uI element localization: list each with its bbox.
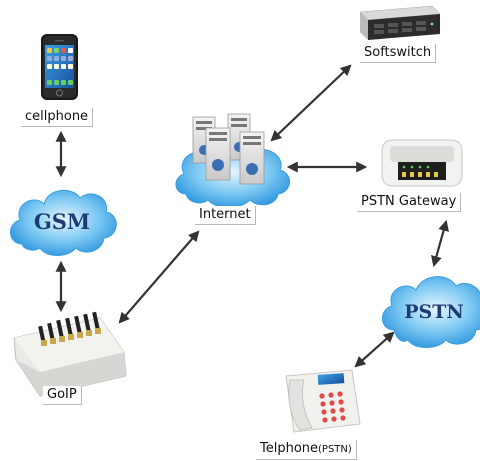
server-cluster-icon [192, 113, 265, 185]
telephone-icon [285, 369, 361, 433]
softswitch-label: Softswitch [360, 44, 437, 63]
telephone-label-main: Telphone [260, 441, 319, 456]
goip-label: GoIP [43, 386, 82, 405]
softswitch-server-icon [359, 5, 441, 40]
connection-arrows [55, 64, 449, 368]
goip-device-icon [13, 311, 127, 397]
internet-label: Internet [195, 206, 256, 225]
cellphone-icon [41, 34, 78, 100]
cellphone-label: cellphone [21, 108, 94, 127]
telephone-label: Telphone(PSTN) [256, 440, 357, 460]
arrow-internet-softswitch [270, 64, 352, 142]
pstn-gateway-icon [381, 139, 463, 187]
keypad [319, 391, 346, 423]
pstn-label: PSTN [404, 301, 464, 323]
telephone-label-suffix: (PSTN) [318, 444, 352, 455]
pstn-cloud: PSTN [382, 276, 480, 348]
server-tower-3 [205, 127, 231, 181]
arrow-pstn-gateway-pstn [431, 219, 449, 268]
goip-antennas [38, 311, 100, 345]
arrow-goip-internet [118, 230, 200, 324]
server-tower-4 [239, 131, 265, 185]
arrow-pstn-telephone [354, 331, 395, 368]
gsm-cloud: GSM [10, 189, 117, 256]
pstn-gateway-label: PSTN Gateway [357, 193, 462, 212]
gsm-label: GSM [34, 209, 90, 234]
